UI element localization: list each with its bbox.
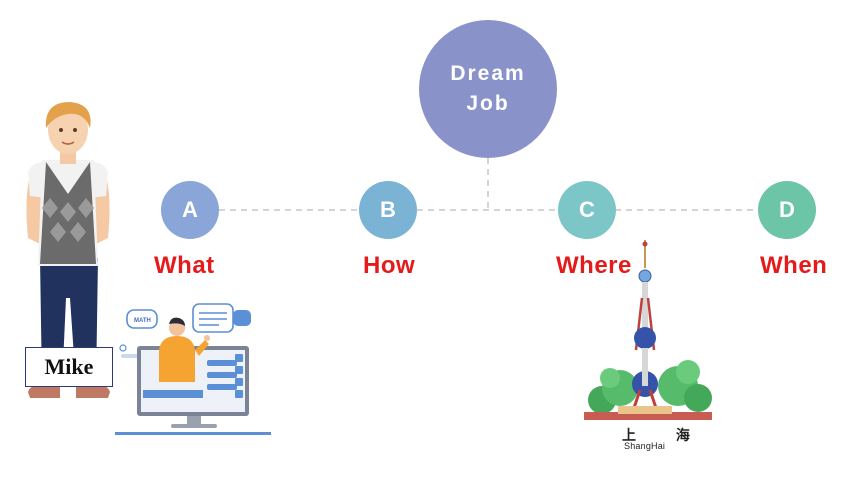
person-name: Mike: [44, 354, 94, 379]
node-a: A: [161, 181, 219, 239]
boy-illustration-icon: [26, 102, 110, 398]
node-d: D: [758, 181, 816, 239]
label-where: Where: [556, 252, 632, 279]
label-how: How: [363, 252, 416, 279]
hub-title-line2: Job: [466, 92, 510, 115]
city-name-chinese: 上 海: [622, 427, 708, 443]
name-box: Mike: [25, 347, 113, 387]
hub-title-line1: Dream: [450, 62, 526, 85]
city-name-pinyin: ShangHai: [624, 441, 666, 451]
node-b: B: [359, 181, 417, 239]
dream-job-hub: Dream Job: [419, 20, 557, 158]
shanghai-tower-illustration-icon: [584, 240, 712, 420]
svg-text:MATH: MATH: [134, 318, 151, 324]
label-when: When: [760, 252, 828, 279]
node-c: C: [558, 181, 616, 239]
label-what: What: [154, 252, 215, 279]
online-teacher-illustration-icon: MATH: [115, 303, 271, 435]
